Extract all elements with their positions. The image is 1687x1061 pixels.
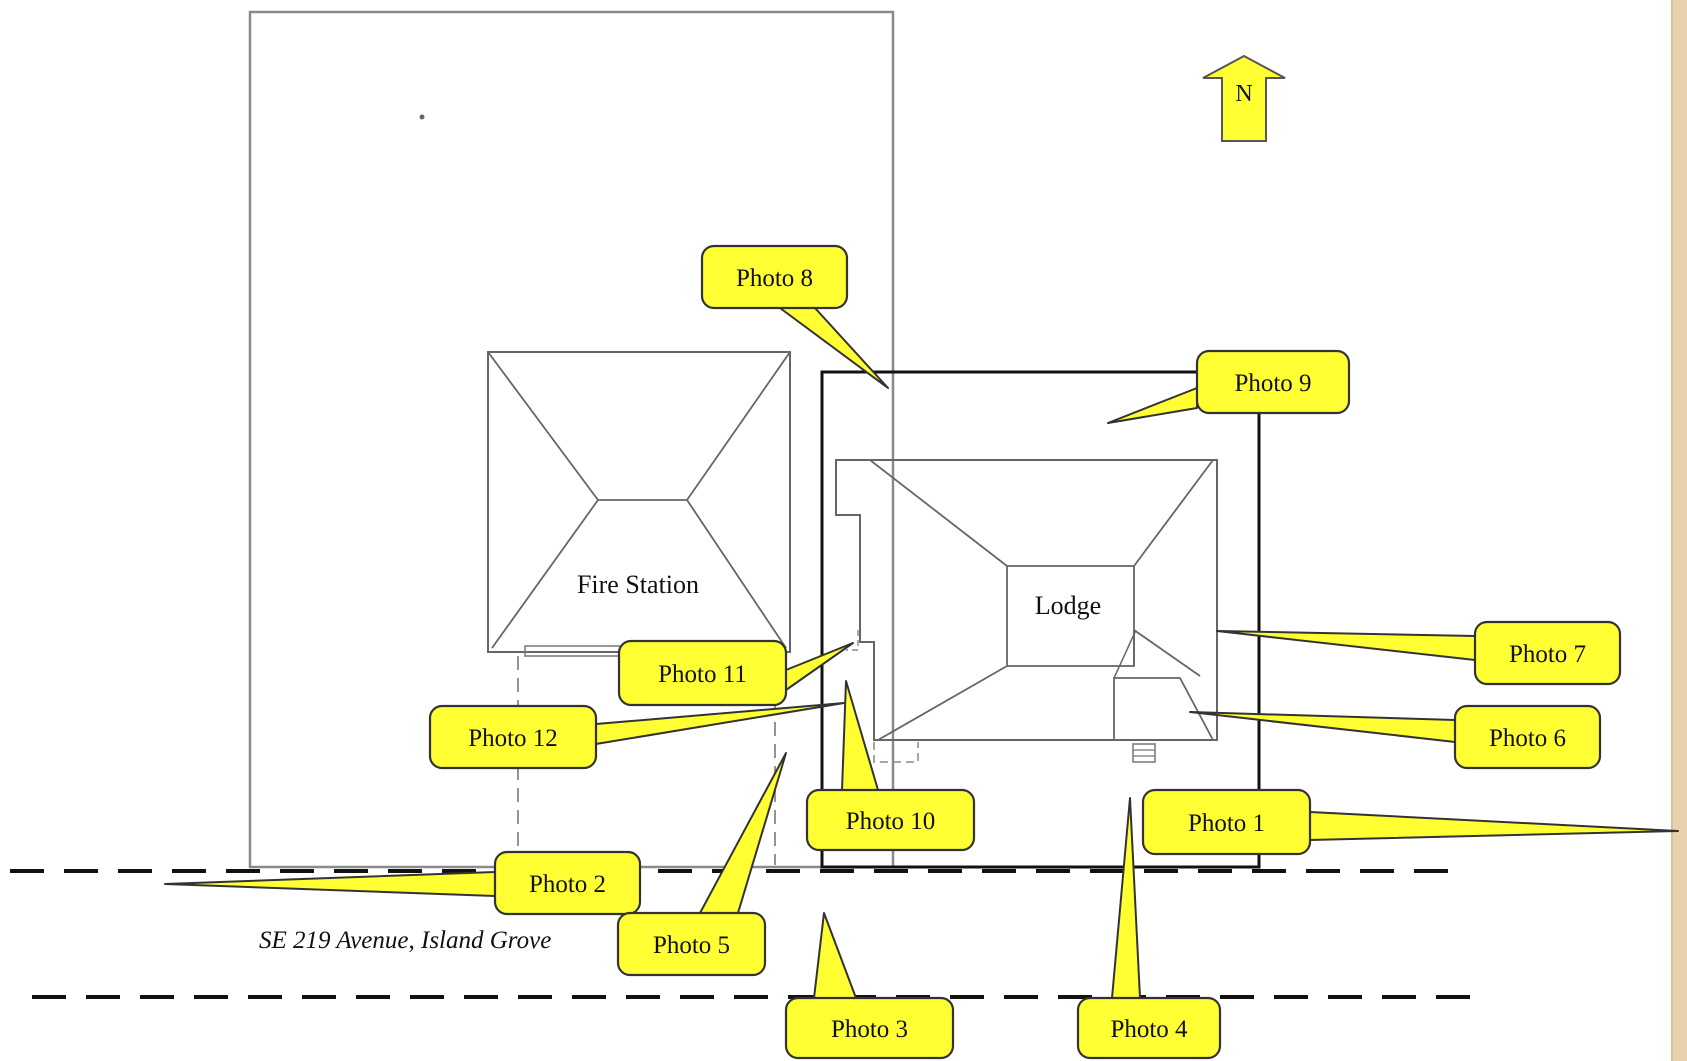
callout-box-fill xyxy=(809,792,972,848)
photo-callout-7: Photo 7 xyxy=(1216,620,1622,686)
photo-callout-8: Photo 8 xyxy=(700,244,889,389)
callout-box-fill xyxy=(1145,792,1308,852)
paper-edge-strip xyxy=(1672,0,1687,1061)
callout-pointer xyxy=(699,752,787,914)
callout-pointer xyxy=(164,871,496,897)
callout-pointer xyxy=(1111,797,1141,999)
photo-callout-10: Photo 10 xyxy=(805,680,976,852)
fire-station-label: Fire Station xyxy=(577,570,699,599)
callout-box-fill xyxy=(497,854,638,912)
photo-callout-3: Photo 3 xyxy=(784,912,955,1060)
photo-callout-12: Photo 12 xyxy=(428,702,845,770)
callout-box-fill xyxy=(1080,1000,1218,1056)
callout-box-fill xyxy=(788,1000,951,1056)
callout-pointer xyxy=(841,680,879,791)
callout-box-fill xyxy=(620,915,763,973)
callout-box-fill xyxy=(432,708,594,766)
callout-label: Photo 10 xyxy=(846,808,936,835)
callout-pointer xyxy=(595,702,845,745)
callout-pointer xyxy=(779,307,889,389)
callout-label: Photo 4 xyxy=(1110,1016,1188,1043)
lodge-building xyxy=(835,459,1218,763)
callout-box-fill xyxy=(1457,708,1598,766)
photo-callout-4: Photo 4 xyxy=(1076,797,1222,1060)
callout-box-fill xyxy=(1477,624,1618,682)
north-label: N xyxy=(1235,81,1252,107)
callout-box-fill xyxy=(621,643,784,703)
north-arrow xyxy=(1202,54,1286,142)
street-label: SE 219 Avenue, Island Grove xyxy=(259,927,551,954)
callout-box-fill xyxy=(704,248,845,306)
callout-pointer xyxy=(1189,711,1456,743)
callout-label: Photo 11 xyxy=(658,661,747,688)
lodge-parcel-outline xyxy=(820,370,1261,869)
photo-callouts: Photo 1 Photo 2 Photo 3 Photo 4 Photo 5 Photo… xyxy=(164,244,1679,1060)
callout-label: Photo 7 xyxy=(1509,641,1586,668)
photo-callout-2: Photo 2 xyxy=(164,850,642,916)
photo-callout-9: Photo 9 xyxy=(1107,349,1351,424)
photo-callout-6: Photo 6 xyxy=(1189,704,1602,770)
callout-pointer xyxy=(1107,387,1198,424)
callout-label: Photo 8 xyxy=(736,265,813,292)
callout-label: Photo 6 xyxy=(1489,725,1566,752)
callout-label: Photo 9 xyxy=(1234,370,1311,397)
callout-pointer xyxy=(1216,630,1476,661)
callout-label: Photo 12 xyxy=(468,725,558,752)
photo-callout-5: Photo 5 xyxy=(616,752,787,977)
photo-callout-11: Photo 11 xyxy=(617,639,854,707)
fire-station-building xyxy=(487,351,791,865)
callout-label: Photo 1 xyxy=(1188,810,1265,837)
lodge-label: Lodge xyxy=(1035,591,1101,620)
photo-callout-1: Photo 1 xyxy=(1141,788,1679,856)
callout-box-fill xyxy=(1199,353,1347,411)
parcel-dot xyxy=(419,114,425,120)
callout-pointer xyxy=(1309,811,1679,841)
callout-label: Photo 2 xyxy=(529,871,606,898)
callout-label: Photo 5 xyxy=(653,932,730,959)
callout-label: Photo 3 xyxy=(831,1016,908,1043)
callout-pointer xyxy=(785,642,854,691)
callout-pointer xyxy=(813,912,857,999)
